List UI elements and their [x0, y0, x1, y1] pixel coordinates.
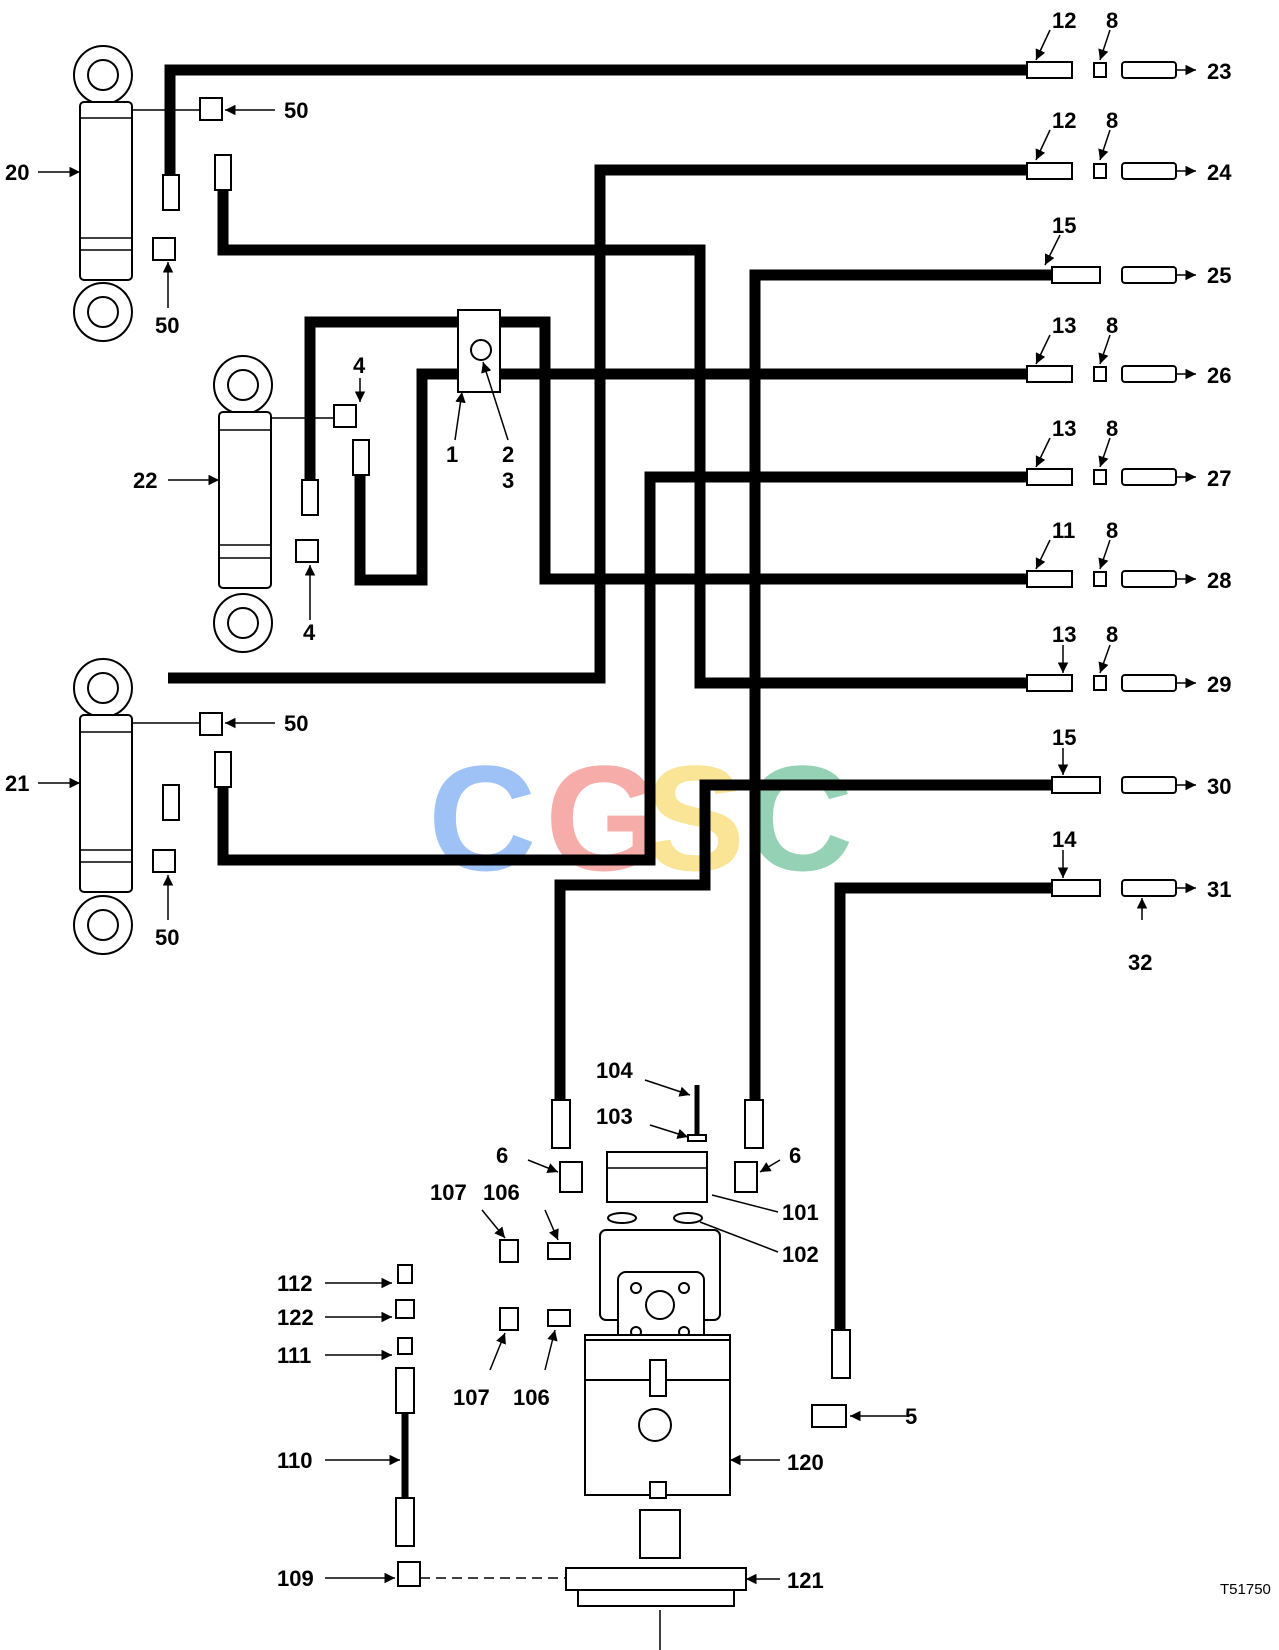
hose-25: [749, 269, 1052, 1100]
label-4a: 4: [353, 353, 366, 378]
label-12a: 12: [1052, 8, 1076, 33]
hoses: [164, 64, 1055, 1330]
label-31: 31: [1207, 877, 1231, 902]
label-103: 103: [596, 1104, 633, 1129]
label-50d: 50: [155, 925, 179, 950]
label-104: 104: [596, 1058, 633, 1083]
label-2: 2: [502, 442, 514, 467]
hose-31: [834, 882, 1055, 1330]
watermark: C G S C: [428, 734, 853, 902]
hose-26: [354, 368, 1030, 586]
label-5: 5: [905, 1404, 917, 1429]
fitting-row-28: [1026, 570, 1196, 588]
label-11: 11: [1052, 518, 1075, 543]
label-4b: 4: [303, 620, 316, 645]
cylinder-22: [213, 355, 370, 653]
label-106b: 106: [513, 1385, 550, 1410]
fitting-row-26: [1026, 365, 1196, 383]
label-24: 24: [1207, 160, 1232, 185]
label-122: 122: [277, 1305, 314, 1330]
watermark-letter-g: G: [545, 734, 662, 902]
label-26: 26: [1207, 363, 1231, 388]
label-107a: 107: [430, 1180, 467, 1205]
label-50a: 50: [284, 98, 308, 123]
label-120: 120: [787, 1450, 824, 1475]
hose-24: [168, 164, 1030, 684]
label-29: 29: [1207, 672, 1231, 697]
watermark-letter-s: S: [645, 734, 745, 902]
reference-code: T51750: [1220, 1581, 1271, 1598]
fitting-row-23: [1026, 61, 1196, 79]
label-13a: 13: [1052, 313, 1076, 338]
fitting-row-24: [1026, 162, 1196, 180]
label-6a: 6: [496, 1143, 508, 1168]
label-6b: 6: [789, 1143, 801, 1168]
label-30: 30: [1207, 774, 1231, 799]
label-101: 101: [782, 1200, 819, 1225]
hose-30: [554, 779, 1055, 1100]
label-8d: 8: [1106, 416, 1118, 441]
label-15a: 15: [1052, 213, 1076, 238]
label-107b: 107: [453, 1385, 490, 1410]
label-1: 1: [446, 442, 458, 467]
label-12b: 12: [1052, 108, 1076, 133]
label-15b: 15: [1052, 725, 1076, 750]
valve-motor-assembly: [499, 1085, 851, 1650]
label-13c: 13: [1052, 622, 1076, 647]
label-13b: 13: [1052, 416, 1076, 441]
hose-29: [217, 180, 1030, 689]
fitting-row-30: [1051, 776, 1196, 794]
label-27: 27: [1207, 466, 1231, 491]
terminal-fittings: [1026, 61, 1196, 897]
cylinder-20: [73, 45, 232, 342]
label-8b: 8: [1106, 108, 1118, 133]
label-20: 20: [5, 160, 29, 185]
watermark-letter-c2: C: [745, 734, 853, 902]
label-8e: 8: [1106, 518, 1118, 543]
label-21: 21: [5, 771, 29, 796]
fitting-row-31: [1051, 879, 1196, 897]
label-32: 32: [1128, 950, 1152, 975]
label-23: 23: [1207, 59, 1231, 84]
label-121: 121: [787, 1568, 824, 1593]
label-3: 3: [502, 468, 514, 493]
fitting-row-29: [1026, 674, 1196, 692]
watermark-letter-c1: C: [428, 734, 536, 902]
label-109: 109: [277, 1566, 314, 1591]
hose-23: [164, 64, 1030, 175]
label-14: 14: [1052, 827, 1077, 852]
label-50c: 50: [284, 711, 308, 736]
cylinder-21: [73, 658, 232, 955]
label-111: 111: [277, 1343, 311, 1368]
hose-28: [304, 316, 1030, 585]
label-8c: 8: [1106, 313, 1118, 338]
fitting-row-25: [1051, 266, 1196, 284]
manifold-block: [457, 309, 501, 393]
label-25: 25: [1207, 263, 1231, 288]
fitting-row-27: [1026, 468, 1196, 486]
label-110: 110: [277, 1448, 313, 1473]
callout-labels: 12 8 23 12 8 24 15 25 13 8 26 13 8 27 11…: [5, 8, 1271, 1598]
label-102: 102: [782, 1242, 819, 1267]
leader-arrows: [38, 29, 1148, 1585]
label-22: 22: [133, 468, 157, 493]
label-28: 28: [1207, 568, 1231, 593]
label-106a: 106: [483, 1180, 520, 1205]
hose-27: [217, 471, 1030, 866]
label-8f: 8: [1106, 622, 1118, 647]
label-8a: 8: [1106, 8, 1118, 33]
grease-line: [395, 1264, 566, 1587]
label-112: 112: [277, 1271, 313, 1296]
label-50b: 50: [155, 313, 179, 338]
